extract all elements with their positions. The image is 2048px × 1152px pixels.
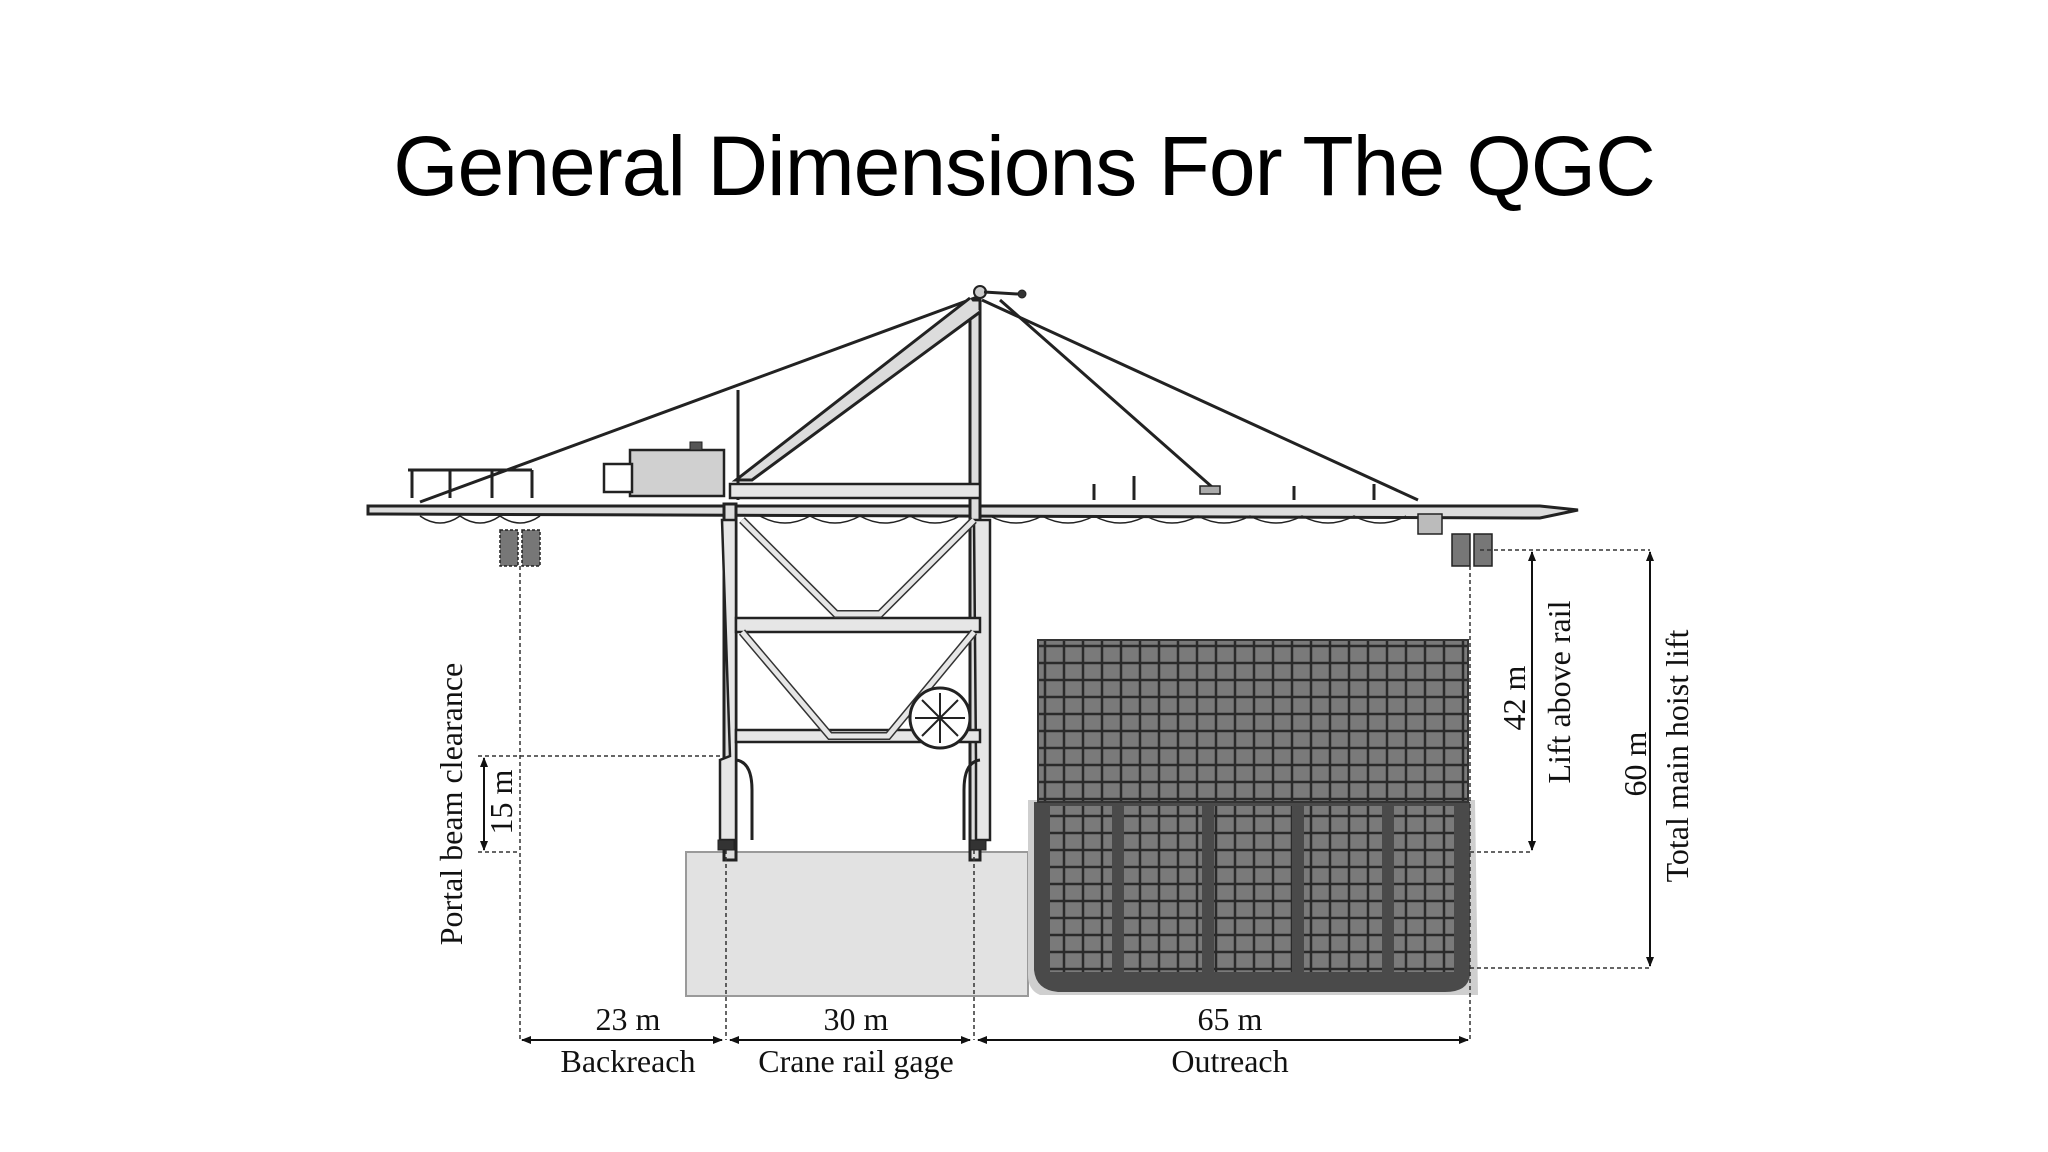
- quay-gantry-crane: [366, 285, 1579, 862]
- total-value: 60 m: [1617, 731, 1653, 796]
- dimension-lines: [478, 549, 1650, 1040]
- portal-value: 15 m: [483, 769, 519, 834]
- backreach-value: 23 m: [596, 1001, 661, 1037]
- backreach-label: Backreach: [560, 1043, 695, 1079]
- portal-label: Portal beam clearance: [433, 663, 469, 946]
- outreach-label: Outreach: [1171, 1043, 1288, 1079]
- container-ship: [1028, 639, 1478, 995]
- total-label: Total main hoist lift: [1659, 629, 1695, 882]
- lift-value: 42 m: [1496, 665, 1532, 730]
- lift-label: Lift above rail: [1541, 600, 1577, 783]
- outreach-value: 65 m: [1198, 1001, 1263, 1037]
- gage-value: 30 m: [824, 1001, 889, 1037]
- wharf: [685, 851, 1029, 997]
- slide-title: General Dimensions For The QGC: [393, 119, 1656, 213]
- gage-label: Crane rail gage: [758, 1043, 953, 1079]
